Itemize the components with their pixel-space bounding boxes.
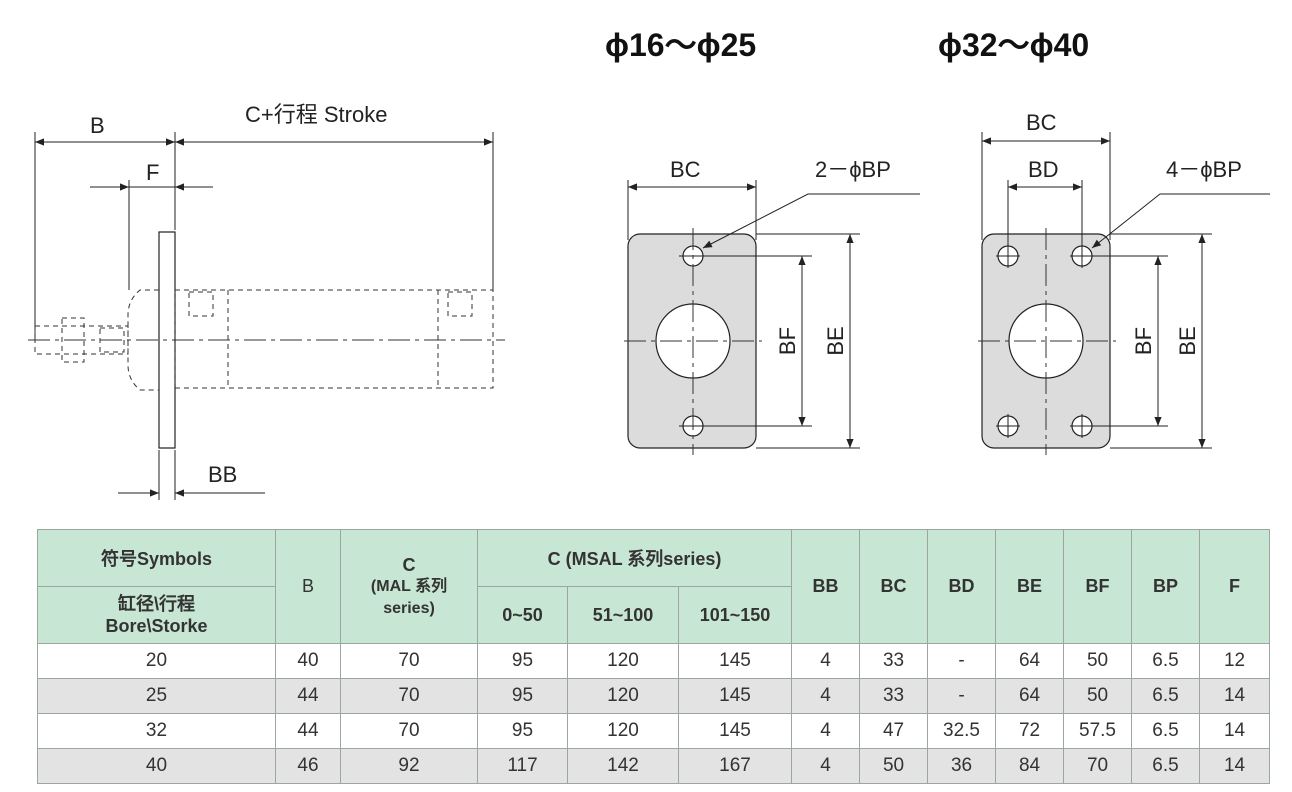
table-cell: 46 <box>275 748 341 784</box>
stroke-range-51-100: 51~100 <box>567 586 679 644</box>
table-cell: 142 <box>567 748 679 784</box>
table-cell: 72 <box>995 713 1065 749</box>
bore-header-line1: 缸径\行程 <box>117 594 195 614</box>
stroke-range-101-150: 101~150 <box>677 586 793 644</box>
label-holes-small: 2－ϕBP <box>815 157 891 182</box>
table-row: 40 46 92 117 142 167 4 50 36 84 70 6.5 1… <box>37 748 1271 784</box>
table-cell: 4 <box>791 713 861 749</box>
bc-header: BC <box>859 529 929 644</box>
label-be-small: BE <box>823 326 848 355</box>
c-mal-header: C (MAL 系列 series) <box>340 529 478 644</box>
table-row: 25 44 70 95 120 145 4 33 - 64 50 6.5 14 <box>37 678 1271 714</box>
bb-header: BB <box>791 529 861 644</box>
flange-plate-large-bore: BC BD 4－ϕBP BF BE <box>978 110 1270 455</box>
c-mal-series-label: (MAL 系列 series) <box>370 577 448 617</box>
table-cell: 50 <box>1063 643 1133 679</box>
table-cell: 145 <box>677 643 793 679</box>
table-cell: 120 <box>567 678 679 714</box>
c-header-label: C <box>402 554 416 575</box>
table-cell: 40 <box>37 748 276 784</box>
table-cell: 120 <box>567 643 679 679</box>
table-cell: 33 <box>859 643 929 679</box>
table-cell: 47 <box>859 713 929 749</box>
f-header: F <box>1199 529 1271 644</box>
b-header: B <box>275 529 341 644</box>
table-cell: 14 <box>1199 713 1271 749</box>
table-cell: 36 <box>927 748 997 784</box>
table-cell: 70 <box>340 678 478 714</box>
table-row: 20 40 70 95 120 145 4 33 - 64 50 6.5 12 <box>37 643 1271 679</box>
table-cell: 6.5 <box>1131 748 1201 784</box>
table-cell: 32 <box>37 713 276 749</box>
table-cell: 4 <box>791 643 861 679</box>
table-cell: 95 <box>477 643 568 679</box>
table-cell: 33 <box>859 678 929 714</box>
label-b: B <box>90 113 105 138</box>
bore-header-line2: Bore\Storke <box>105 616 208 636</box>
label-c-stroke: C+行程 Stroke <box>245 102 387 127</box>
table-cell: 167 <box>677 748 793 784</box>
table-cell: 4 <box>791 678 861 714</box>
table-cell: 4 <box>791 748 861 784</box>
table-cell: 44 <box>275 678 341 714</box>
flange-plate-small-bore: BC 2－ϕBP BF BE <box>624 157 920 455</box>
table-cell: 64 <box>995 678 1065 714</box>
bore-stroke-header: 缸径\行程 Bore\Storke <box>37 586 276 644</box>
label-bc-small: BC <box>670 157 701 182</box>
c-msal-header: C (MSAL 系列series) <box>476 529 793 587</box>
label-bb: BB <box>208 462 237 487</box>
table-cell: 70 <box>1063 748 1133 784</box>
label-be-large: BE <box>1175 326 1200 355</box>
heading-small-bore: ϕ16～ϕ25 <box>605 27 756 63</box>
table-cell: 117 <box>477 748 568 784</box>
label-holes-large: 4－ϕBP <box>1166 157 1242 182</box>
table-cell: - <box>927 678 997 714</box>
technical-drawing: ϕ16～ϕ25 ϕ32～ϕ40 <box>28 27 1270 500</box>
table-cell: 6.5 <box>1131 678 1201 714</box>
label-bf-small: BF <box>775 327 800 355</box>
table-cell: 14 <box>1199 678 1271 714</box>
table-cell: 95 <box>477 713 568 749</box>
table-cell: 32.5 <box>927 713 997 749</box>
table-cell: 64 <box>995 643 1065 679</box>
table-cell: 6.5 <box>1131 643 1201 679</box>
table-cell: 145 <box>677 678 793 714</box>
table-cell: 70 <box>340 713 478 749</box>
table-cell: 14 <box>1199 748 1271 784</box>
table-cell: - <box>927 643 997 679</box>
stroke-range-0-50: 0~50 <box>477 586 568 644</box>
table-cell: 6.5 <box>1131 713 1201 749</box>
heading-large-bore: ϕ32～ϕ40 <box>938 27 1089 63</box>
table-cell: 84 <box>995 748 1065 784</box>
table-cell: 57.5 <box>1063 713 1133 749</box>
label-bc-large: BC <box>1026 110 1057 135</box>
table-row: 32 44 70 95 120 145 4 47 32.5 72 57.5 6.… <box>37 713 1271 749</box>
table-cell: 44 <box>275 713 341 749</box>
label-bd-large: BD <box>1028 157 1059 182</box>
cylinder-side-view: B C+行程 Stroke F BB <box>28 102 505 500</box>
table-cell: 12 <box>1199 643 1271 679</box>
table-cell: 50 <box>859 748 929 784</box>
label-f: F <box>146 160 159 185</box>
bp-header: BP <box>1131 529 1201 644</box>
bf-header: BF <box>1063 529 1133 644</box>
table-cell: 20 <box>37 643 276 679</box>
table-cell: 95 <box>477 678 568 714</box>
be-header: BE <box>995 529 1065 644</box>
table-cell: 25 <box>37 678 276 714</box>
bd-header: BD <box>927 529 997 644</box>
dimension-table: 符号Symbols B C (MAL 系列 series) C (MSAL 系列… <box>37 529 1271 784</box>
table-cell: 50 <box>1063 678 1133 714</box>
symbols-header: 符号Symbols <box>37 529 276 587</box>
table-cell: 145 <box>677 713 793 749</box>
table-cell: 70 <box>340 643 478 679</box>
label-bf-large: BF <box>1131 327 1156 355</box>
table-cell: 92 <box>340 748 478 784</box>
table-cell: 120 <box>567 713 679 749</box>
table-cell: 40 <box>275 643 341 679</box>
